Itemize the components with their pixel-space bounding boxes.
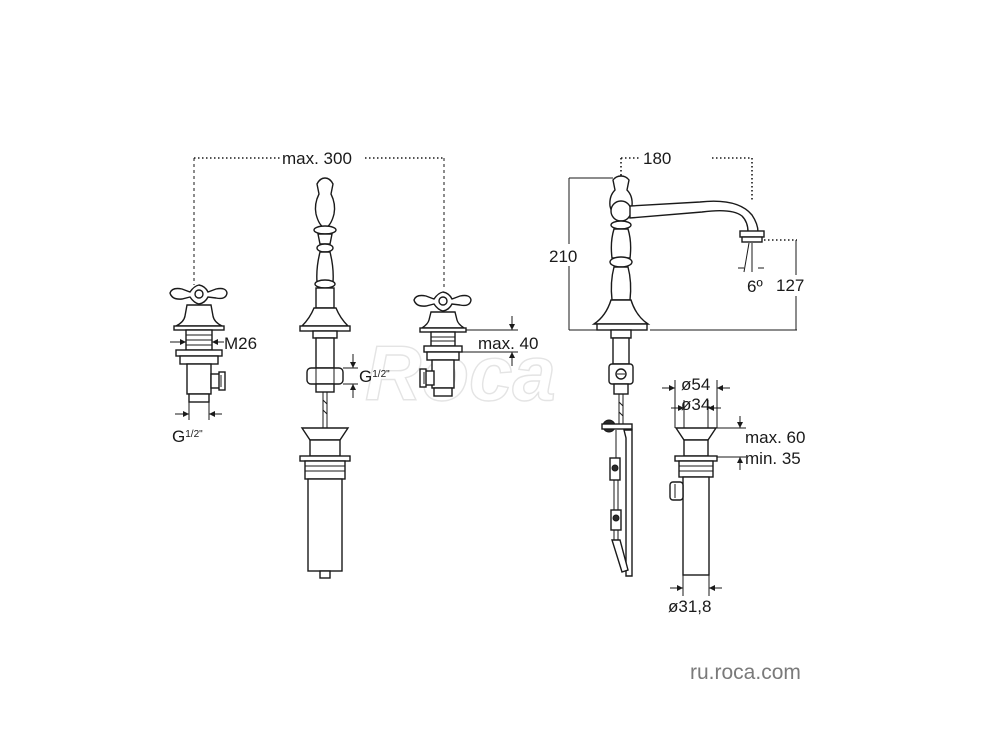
waste-min-height-label: min. 35 bbox=[745, 449, 801, 468]
inlet-thread-left-label: G bbox=[172, 427, 185, 446]
waste-pipe-diameter-label: ø31,8 bbox=[668, 597, 711, 616]
left-valve bbox=[169, 158, 228, 403]
dim-waste-heights: max. 60 min. 35 bbox=[716, 416, 805, 470]
spout-side-view bbox=[591, 175, 765, 577]
waste-max-height-label: max. 60 bbox=[745, 428, 805, 447]
svg-text:G1/2": G1/2" bbox=[359, 367, 390, 386]
inlet-thread-center-fraction: 1/2" bbox=[372, 369, 390, 380]
dim-thread-m26: M26 bbox=[170, 334, 257, 353]
dim-waste-diameters: ø54 ø34 bbox=[662, 375, 730, 428]
inlet-thread-center-label: G bbox=[359, 367, 372, 386]
total-height-label: 210 bbox=[549, 247, 577, 266]
roca-watermark: Roca bbox=[365, 329, 556, 417]
dim-inlet-left: G1/2" bbox=[172, 402, 222, 446]
dim-total-height: 210 bbox=[549, 177, 613, 331]
handle-spacing-label: max. 300 bbox=[282, 149, 352, 168]
svg-text:G1/2": G1/2" bbox=[172, 427, 203, 446]
thread-m26-label: M26 bbox=[224, 334, 257, 353]
website-label: ru.roca.com bbox=[690, 661, 801, 684]
dim-waste-pipe: ø31,8 bbox=[668, 575, 722, 616]
dim-inlet-center: G1/2" bbox=[343, 354, 390, 398]
waste-side-view bbox=[669, 427, 718, 576]
right-valve bbox=[413, 158, 472, 397]
dim-spout-height: 127 bbox=[650, 239, 804, 331]
spout-angle-label: 6º bbox=[747, 277, 763, 296]
waste-inner-diameter-label: ø34 bbox=[681, 395, 710, 414]
dim-spout-angle: 6º bbox=[738, 242, 764, 296]
dim-spout-reach: 180 bbox=[620, 149, 753, 200]
spout-finial bbox=[314, 177, 336, 229]
waste-outer-diameter-label: ø54 bbox=[681, 375, 710, 394]
inlet-thread-left-fraction: 1/2" bbox=[185, 429, 203, 440]
dim-deck-thickness: max. 40 bbox=[462, 316, 538, 366]
spout-height-label: 127 bbox=[776, 276, 804, 295]
deck-thickness-label: max. 40 bbox=[478, 334, 538, 353]
spout-front-view bbox=[299, 177, 351, 579]
spout-reach-label: 180 bbox=[643, 149, 671, 168]
dim-handle-spacing: max. 300 bbox=[194, 149, 444, 168]
spout-arm bbox=[629, 200, 759, 233]
